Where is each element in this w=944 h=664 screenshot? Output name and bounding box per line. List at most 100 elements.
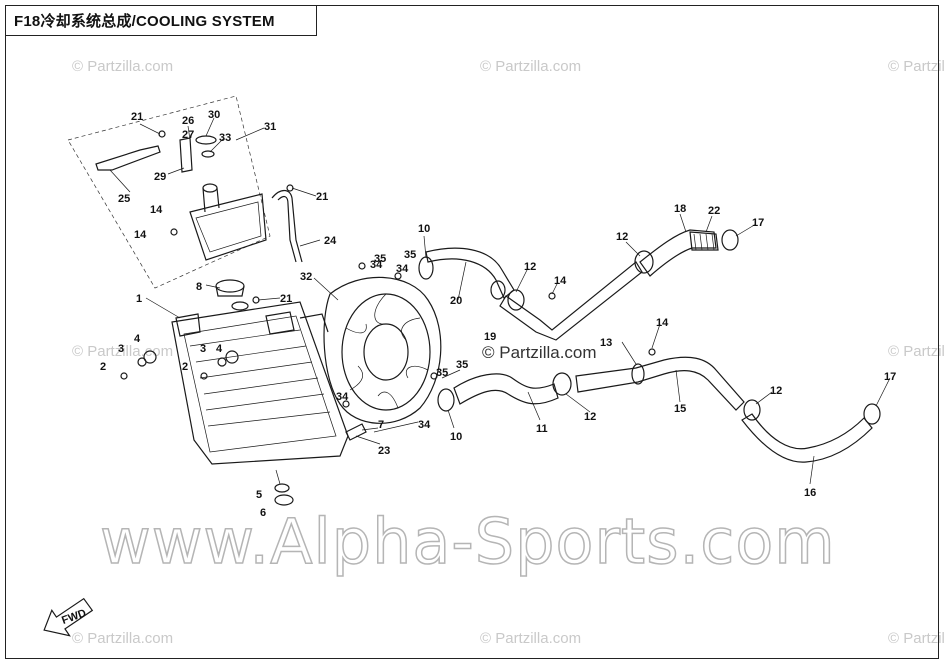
callout-label: 10	[450, 431, 462, 443]
clamp-12	[507, 289, 525, 311]
metal-pipe-19	[499, 261, 643, 341]
bolt-14	[170, 228, 178, 236]
fwd-label: FWD	[60, 607, 88, 627]
bolt	[200, 372, 208, 380]
callout-label: 7	[378, 419, 384, 431]
grommet	[225, 350, 239, 364]
callout-label: 14	[134, 229, 147, 241]
drain-washer	[274, 494, 294, 506]
callout-label: 12	[524, 261, 536, 273]
hose-18	[639, 229, 717, 277]
drawing-frame	[5, 5, 939, 659]
callout-label: 4	[134, 333, 141, 345]
fan-switch	[345, 423, 367, 441]
fwd-arrow-icon	[43, 597, 94, 637]
clamp-10	[418, 256, 434, 280]
coolant-reservoir	[189, 183, 267, 261]
clamp-12	[552, 372, 572, 396]
bolt-14	[548, 292, 556, 300]
watermark-partzilla: © Partzilla.com	[888, 630, 944, 647]
watermark-partzilla: © Partzilla.com	[480, 630, 582, 647]
clamp-17	[721, 229, 739, 251]
callout-label: 8	[196, 281, 202, 293]
callout-label: 14	[554, 275, 567, 287]
callout-label: 23	[378, 445, 390, 457]
clamp-10	[437, 388, 455, 412]
clamp-21	[158, 130, 166, 138]
callout-label: 4	[216, 343, 223, 355]
callout-label: 1	[136, 293, 142, 305]
callout-label: 26	[182, 115, 194, 127]
callout-label: 12	[616, 231, 628, 243]
washer	[137, 357, 147, 367]
watermark-partzilla: © Partzilla.com	[480, 58, 582, 75]
callout-label: 22	[708, 205, 720, 217]
callout-label: 16	[804, 487, 816, 499]
callout-label: 35	[456, 359, 468, 371]
leader-lines	[109, 117, 891, 485]
radiator-cap	[215, 279, 249, 311]
drain-plug	[274, 483, 290, 493]
metal-pipe-15	[575, 356, 745, 411]
diagram-title: F18冷却系统总成/COOLING SYSTEM	[5, 5, 317, 36]
callout-label: 35	[404, 249, 416, 261]
callout-label: 34	[370, 259, 383, 271]
callout-label: 19	[484, 331, 496, 343]
cap-27	[195, 135, 217, 145]
callout-label: 25	[118, 193, 130, 205]
callout-label: 35	[374, 253, 386, 265]
clamp-12	[634, 250, 654, 274]
callout-label: 5	[256, 489, 262, 501]
bolt-34	[394, 272, 402, 280]
callout-label: 12	[584, 411, 596, 423]
washer	[217, 357, 227, 367]
callout-numbers: 21 26 27 30 33 31 29 25 14 14 21 24 1 8 …	[100, 109, 896, 519]
callout-label: 6	[260, 507, 266, 519]
clamp-12	[743, 399, 761, 421]
callout-label: 29	[154, 171, 166, 183]
bolt-14	[648, 348, 656, 356]
upper-hose-20	[425, 247, 515, 299]
watermark-partzilla: © Partzilla.com	[72, 630, 174, 647]
hose-16	[741, 413, 873, 463]
grommet	[143, 350, 157, 364]
callout-label: 21	[316, 191, 328, 203]
callout-label: 3	[118, 343, 124, 355]
callout-label: 27	[182, 129, 194, 141]
callout-label: 17	[884, 371, 896, 383]
watermark-partzilla: © Partzilla.com	[888, 343, 944, 360]
tank-group-boundary	[67, 95, 271, 289]
clamp-12	[490, 280, 506, 300]
callout-label: 21	[131, 111, 143, 123]
bolt-34	[342, 400, 350, 408]
hose-sleeve-31	[689, 231, 719, 251]
callout-label: 11	[536, 423, 548, 435]
callout-label: 10	[418, 223, 430, 235]
clamp-17	[863, 403, 881, 425]
callout-label: 2	[100, 361, 106, 373]
pipe-bracket-13	[631, 363, 645, 385]
filler-neck	[179, 137, 193, 173]
callout-label: 34	[418, 419, 431, 431]
lower-hose-11	[453, 373, 559, 405]
callout-label: 14	[656, 317, 669, 329]
callout-label: 33	[219, 132, 231, 144]
bolt-34	[430, 372, 438, 380]
radiator	[171, 301, 349, 465]
callout-label: 17	[752, 217, 764, 229]
callout-label: 2	[182, 361, 188, 373]
callout-label: 32	[300, 271, 312, 283]
watermark-partzilla: © Partzilla.com	[72, 343, 174, 360]
overflow-hose	[271, 189, 303, 263]
watermark-partzilla-center: © Partzilla.com	[482, 343, 597, 363]
callout-label: 24	[324, 235, 337, 247]
watermark-partzilla: © Partzilla.com	[72, 58, 174, 75]
callout-label: 20	[450, 295, 462, 307]
callout-label: 21	[280, 293, 292, 305]
callout-label: 14	[150, 204, 163, 216]
watermark-alpha-sports: www.Alpha-Sports.com	[99, 504, 836, 579]
bolt	[120, 372, 128, 380]
cooling-fan	[323, 276, 442, 424]
callout-label: 18	[674, 203, 686, 215]
